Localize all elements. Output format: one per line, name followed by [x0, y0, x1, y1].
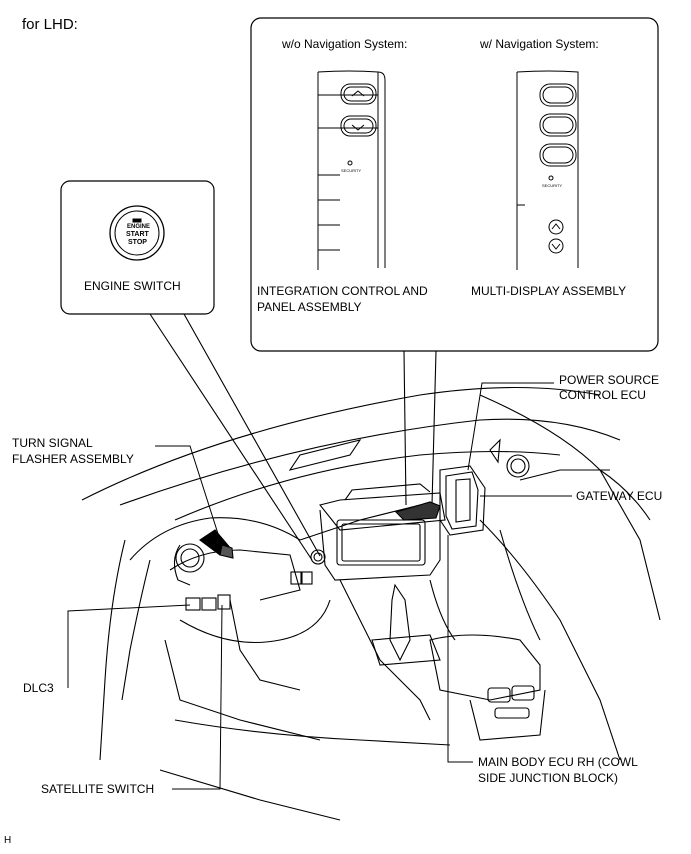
dlc3-label: DLC3: [23, 681, 54, 695]
engine-switch-label: ENGINE SWITCH: [84, 279, 181, 293]
turn-signal-leader: [155, 445, 221, 541]
security-text-left: SECURITY: [341, 168, 362, 173]
multi-display-drawing: [516, 70, 579, 270]
turn-signal-label-line2: FLASHER ASSEMBLY: [12, 452, 134, 466]
main-body-leader: [447, 535, 473, 763]
engine-button-text-2: START: [126, 231, 149, 238]
integration-panel-drawing: [317, 70, 386, 270]
integration-panel-label-line1: INTEGRATION CONTROL AND: [257, 284, 428, 298]
without-nav-heading: w/o Navigation System:: [282, 37, 408, 51]
page-heading: for LHD:: [22, 16, 78, 33]
engine-button-text-3: STOP: [128, 239, 147, 246]
turn-signal-label-line1: TURN SIGNAL: [12, 436, 93, 450]
satellite-switch-label: SATELLITE SWITCH: [41, 782, 155, 796]
power-source-label-line2: CONTROL ECU: [559, 388, 646, 402]
nav-callout-pointer: [403, 350, 437, 506]
gateway-ecu-label: GATEWAY ECU: [576, 489, 663, 503]
engine-button-text-1: ENGINE: [127, 224, 151, 230]
power-source-label-line1: POWER SOURCE: [559, 373, 660, 387]
main-body-ecu-label-line2: SIDE JUNCTION BLOCK): [478, 771, 619, 785]
footer-code: H: [4, 835, 12, 846]
engine-switch-button: [109, 205, 165, 261]
multi-display-label: MULTI-DISPLAY ASSEMBLY: [471, 284, 627, 298]
dashboard-outline: [81, 386, 661, 821]
power-source-leader: [467, 382, 554, 471]
engine-callout-pointer: [149, 313, 321, 561]
dlc3-leader: [67, 604, 191, 688]
satellite-leader: [172, 604, 223, 790]
security-text-right: SECURITY: [542, 183, 563, 188]
engine-callout-box: [60, 180, 215, 315]
integration-panel-label-line2: PANEL ASSEMBLY: [257, 300, 362, 314]
with-nav-heading: w/ Navigation System:: [480, 37, 599, 51]
main-body-ecu-label-line1: MAIN BODY ECU RH (COWL: [478, 755, 638, 769]
nav-callout-box: [250, 17, 659, 352]
